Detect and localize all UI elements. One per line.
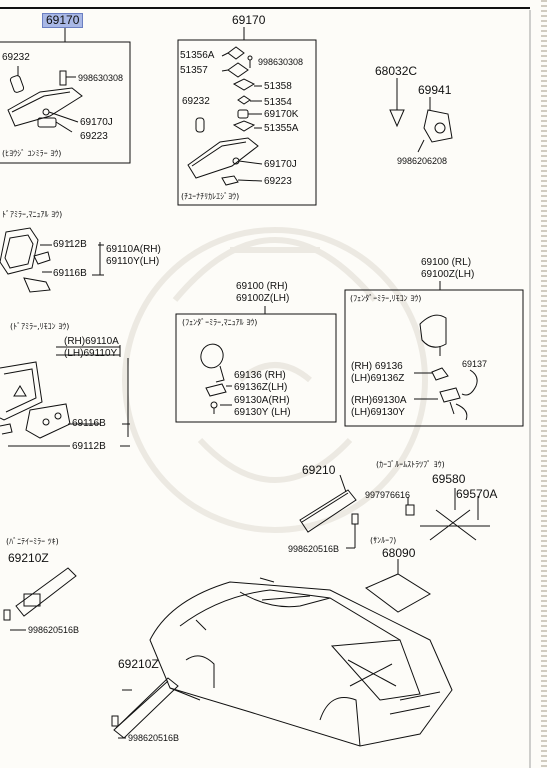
part-number-69941[interactable]: 69941 bbox=[418, 83, 452, 97]
lamp-bracket-art bbox=[389, 78, 453, 153]
part-number-68090[interactable]: 68090 bbox=[382, 546, 416, 560]
door-mirror-remote-art bbox=[0, 345, 130, 447]
door-mirror-manual-art bbox=[0, 227, 104, 293]
sunroof-bag-art bbox=[365, 559, 431, 613]
caption-vanity-mirror: (ﾊﾞﾆﾃｲｰﾐﾗｰ ﾂｷ) bbox=[6, 537, 59, 546]
part-number-998620516B[interactable]: 998620516B bbox=[288, 544, 340, 554]
part-number-69137[interactable]: 69137 bbox=[462, 359, 488, 369]
part-number-51355A[interactable]: 51355A bbox=[264, 123, 299, 134]
part-number-69112B[interactable]: 69112B bbox=[53, 239, 87, 250]
fender-mirror-manual-art bbox=[200, 343, 232, 414]
sun-visor-bottom-art bbox=[111, 677, 179, 739]
caption-fender-mirror-manual: (ﾌｪﾝﾀﾞｰﾐﾗｰ,ﾏﾆｭｱﾙ ﾖｳ) bbox=[182, 318, 258, 327]
watermark-emblem bbox=[122, 227, 428, 533]
part-number-RH-69130A[interactable]: (RH)69130A bbox=[351, 395, 407, 406]
part-number-998620516B-b[interactable]: 998620516B bbox=[28, 625, 80, 635]
caption-room-lamp-center: (ﾁﾕｰﾅﾁﾘｶﾚｴｼﾞﾖｳ) bbox=[181, 192, 240, 201]
sun-visor-center-art bbox=[299, 474, 359, 549]
part-number-69136-RH[interactable]: 69136 (RH) bbox=[234, 370, 286, 381]
part-number-998620516B-c[interactable]: 998620516B bbox=[128, 733, 180, 743]
caption-room-lamp-left: (ﾋﾖｳｼﾞ ﾕﾝﾐﾗｰ ﾖｳ) bbox=[2, 149, 62, 158]
part-number-51357[interactable]: 51357 bbox=[180, 65, 208, 76]
part-number-997976616[interactable]: 997976616 bbox=[365, 490, 411, 500]
part-number-69116B-b[interactable]: 69116B bbox=[72, 418, 106, 429]
part-number-69116B[interactable]: 69116B bbox=[53, 268, 87, 279]
part-number-998630308[interactable]: 998630308 bbox=[78, 73, 124, 83]
part-number-RH-69136[interactable]: (RH) 69136 bbox=[351, 361, 403, 372]
part-number-51354[interactable]: 51354 bbox=[264, 97, 292, 108]
part-number-LH69110Y[interactable]: (LH)69110Y bbox=[64, 348, 118, 359]
caption-sunroof: (ｻﾝﾙｰﾌ) bbox=[370, 536, 397, 545]
room-lamp-center-art bbox=[187, 46, 263, 186]
part-number-LH-69136Z[interactable]: (LH)69136Z bbox=[351, 373, 405, 384]
part-number-69223-b[interactable]: 69223 bbox=[264, 176, 292, 187]
part-number-69110A-RH[interactable]: 69110A(RH) bbox=[106, 244, 161, 255]
room-lamp-box-left bbox=[0, 26, 131, 164]
part-number-69170K[interactable]: 69170K bbox=[264, 109, 299, 120]
fender-mirror-remote-box bbox=[344, 281, 524, 427]
fender-mirror-manual-box bbox=[175, 306, 337, 423]
part-number-69210[interactable]: 69210 bbox=[302, 463, 336, 477]
part-number-69136Z-LH[interactable]: 69136Z(LH) bbox=[234, 382, 288, 393]
caption-fender-mirror-remote: (ﾌｪﾝﾀﾞｰﾐﾗｰ,ﾘﾓｺﾝ ﾖｳ) bbox=[350, 294, 422, 303]
part-number-68032C[interactable]: 68032C bbox=[375, 64, 418, 78]
part-number-69170-highlight[interactable]: 69170 bbox=[42, 13, 84, 28]
part-number-69580[interactable]: 69580 bbox=[432, 472, 466, 486]
part-number-69232[interactable]: 69232 bbox=[2, 52, 30, 63]
part-number-69130Y-LH[interactable]: 69130Y (LH) bbox=[234, 407, 291, 418]
room-lamp-left-art bbox=[7, 66, 83, 133]
part-number-69210Z-b[interactable]: 69210Z bbox=[118, 657, 159, 671]
part-number-69170J-b[interactable]: 69170J bbox=[264, 159, 297, 170]
cargo-strap-art bbox=[405, 488, 490, 541]
caption-door-mirror-manual: ﾄﾞｱﾐﾗｰ,ﾏﾆｭｱﾙ ﾖｳ) bbox=[2, 210, 63, 219]
car-art bbox=[149, 577, 453, 747]
fender-mirror-remote-art bbox=[414, 314, 478, 421]
part-number-69570A[interactable]: 69570A bbox=[456, 487, 498, 501]
part-number-998630308-b[interactable]: 998630308 bbox=[258, 57, 304, 67]
part-number-69100Z-LH-b[interactable]: 69100Z(LH) bbox=[421, 269, 475, 280]
part-number-LH-69130Y[interactable]: (LH)69130Y bbox=[351, 407, 405, 418]
part-number-69110Y-LH[interactable]: 69110Y(LH) bbox=[106, 256, 160, 267]
part-number-69112B-b[interactable]: 69112B bbox=[72, 441, 106, 452]
part-number-69170[interactable]: 69170 bbox=[232, 13, 266, 27]
part-number-69130A-RH[interactable]: 69130A(RH) bbox=[234, 395, 290, 406]
room-lamp-box-center bbox=[177, 27, 317, 206]
scan-edge bbox=[541, 0, 547, 768]
part-number-69100-RL[interactable]: 69100 (RL) bbox=[421, 257, 472, 268]
vanity-visor-art bbox=[3, 567, 77, 631]
part-number-51356A[interactable]: 51356A bbox=[180, 50, 215, 61]
part-number-RH69110A[interactable]: (RH)69110A bbox=[64, 336, 119, 347]
part-number-69100-RH[interactable]: 69100 (RH) bbox=[236, 281, 288, 292]
part-number-51358[interactable]: 51358 bbox=[264, 81, 292, 92]
caption-cargo-strap: (ｶｰｺﾞﾙｰﾑｽﾄﾗﾂﾌﾟ ﾖｳ) bbox=[376, 460, 445, 469]
part-number-69170J[interactable]: 69170J bbox=[80, 117, 113, 128]
part-number-69232-b[interactable]: 69232 bbox=[182, 96, 210, 107]
caption-door-mirror-remote: (ﾄﾞｱﾐﾗｰ,ﾘﾓｺﾝ ﾖｳ) bbox=[10, 322, 70, 331]
part-number-69100Z-LH[interactable]: 69100Z(LH) bbox=[236, 293, 290, 304]
part-number-9986206208[interactable]: 9986206208 bbox=[397, 156, 448, 166]
part-number-69223[interactable]: 69223 bbox=[80, 131, 108, 142]
part-number-69210Z[interactable]: 69210Z bbox=[8, 551, 49, 565]
